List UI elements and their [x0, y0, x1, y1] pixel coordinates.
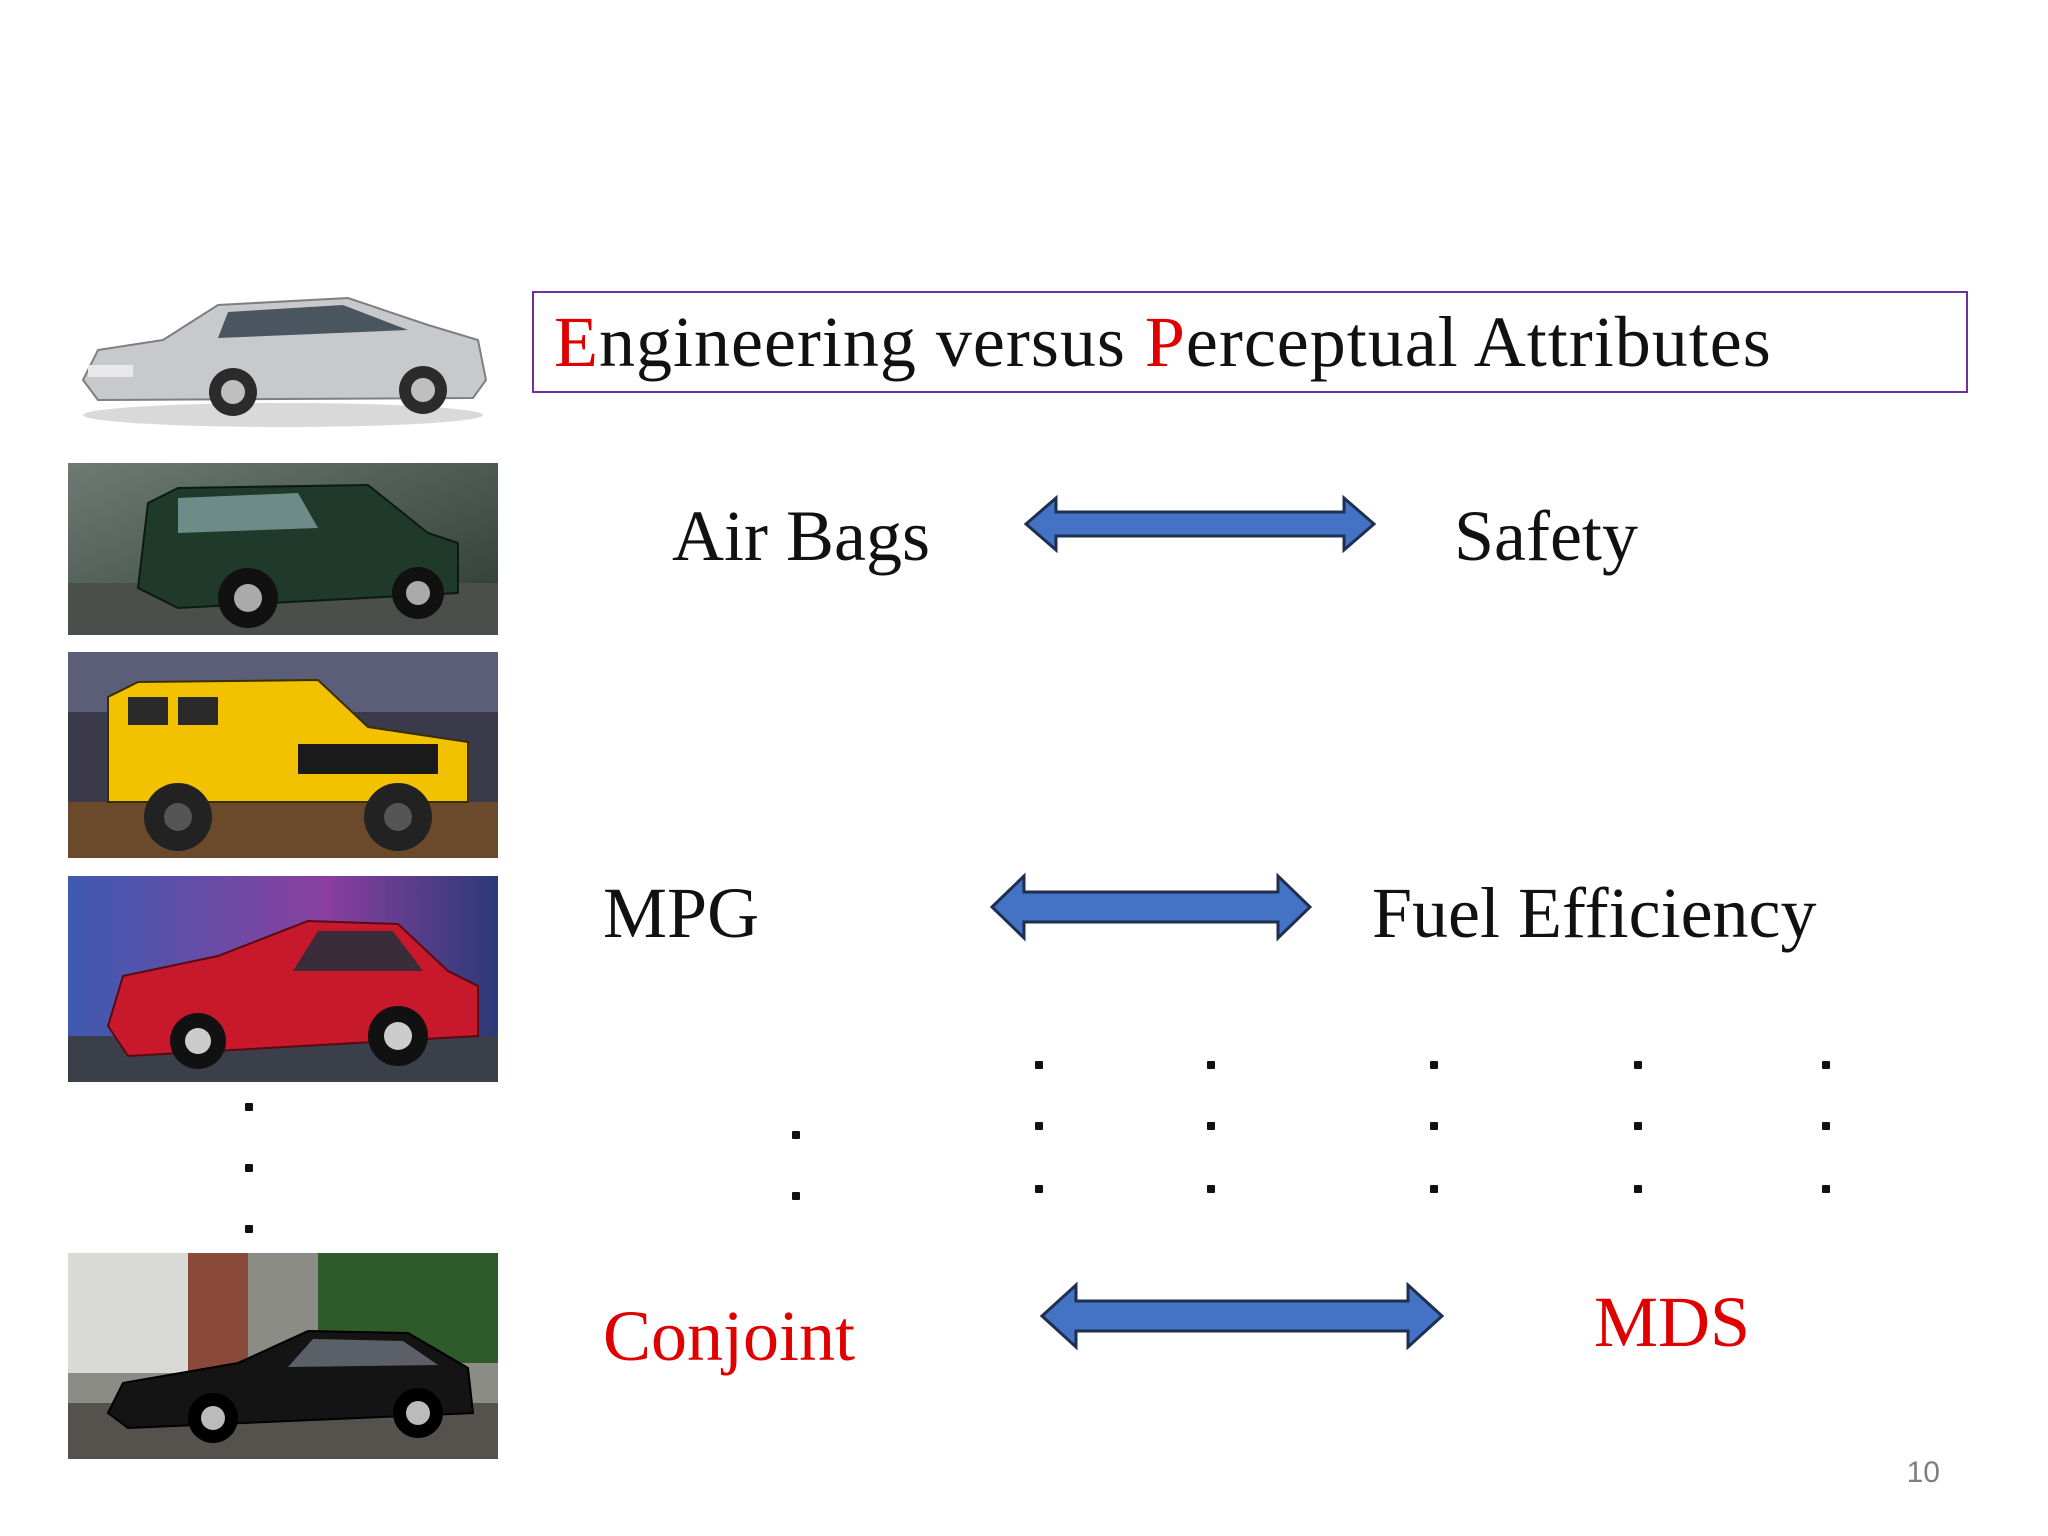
green-suv-image [68, 463, 498, 635]
ellipsis-dot [245, 1164, 253, 1172]
title-highlight-p: P [1144, 302, 1186, 382]
ellipsis-dot [792, 1192, 800, 1200]
double-arrow-icon [1024, 494, 1376, 554]
ellipsis-dot [792, 1131, 800, 1139]
ellipsis-dot [245, 1225, 253, 1233]
label-mpg: MPG [603, 873, 760, 953]
ellipsis-dot [1035, 1061, 1043, 1069]
ellipsis-dot [1430, 1061, 1438, 1069]
ellipsis-dot [1822, 1061, 1830, 1069]
silver-sedan-image [68, 280, 498, 435]
ellipsis-dot [1207, 1061, 1215, 1069]
ellipsis-dot [245, 1103, 253, 1111]
ellipsis-dot [1634, 1122, 1642, 1130]
label-air-bags: Air Bags [672, 496, 930, 576]
label-fuel-efficiency: Fuel Efficiency [1372, 873, 1817, 953]
ellipsis-dot [1207, 1122, 1215, 1130]
title-text-engineering: ngineering versus [598, 302, 1145, 382]
title-highlight-e: E [554, 302, 599, 382]
ellipsis-dot [1822, 1185, 1830, 1193]
ellipsis-dot [1035, 1122, 1043, 1130]
label-mds: MDS [1594, 1282, 1751, 1362]
ellipsis-dot [1430, 1185, 1438, 1193]
ellipsis-dot [1207, 1185, 1215, 1193]
ellipsis-dot [1634, 1061, 1642, 1069]
yellow-hummer-image [68, 652, 498, 858]
slide-title: Engineering versus Perceptual Attributes [554, 301, 1772, 384]
label-conjoint: Conjoint [603, 1296, 856, 1376]
ellipsis-dot [1430, 1122, 1438, 1130]
ellipsis-dot [1035, 1185, 1043, 1193]
label-safety: Safety [1454, 496, 1638, 576]
double-arrow-icon [990, 872, 1312, 942]
title-text-perceptual: erceptual Attributes [1185, 302, 1772, 382]
black-sedan-image [68, 1253, 498, 1459]
title-box: Engineering versus Perceptual Attributes [532, 291, 1968, 393]
ellipsis-dot [1634, 1185, 1642, 1193]
red-sedan-image [68, 876, 498, 1082]
double-arrow-icon [1040, 1281, 1444, 1351]
page-number: 10 [1906, 1456, 1940, 1489]
ellipsis-dot [1822, 1122, 1830, 1130]
